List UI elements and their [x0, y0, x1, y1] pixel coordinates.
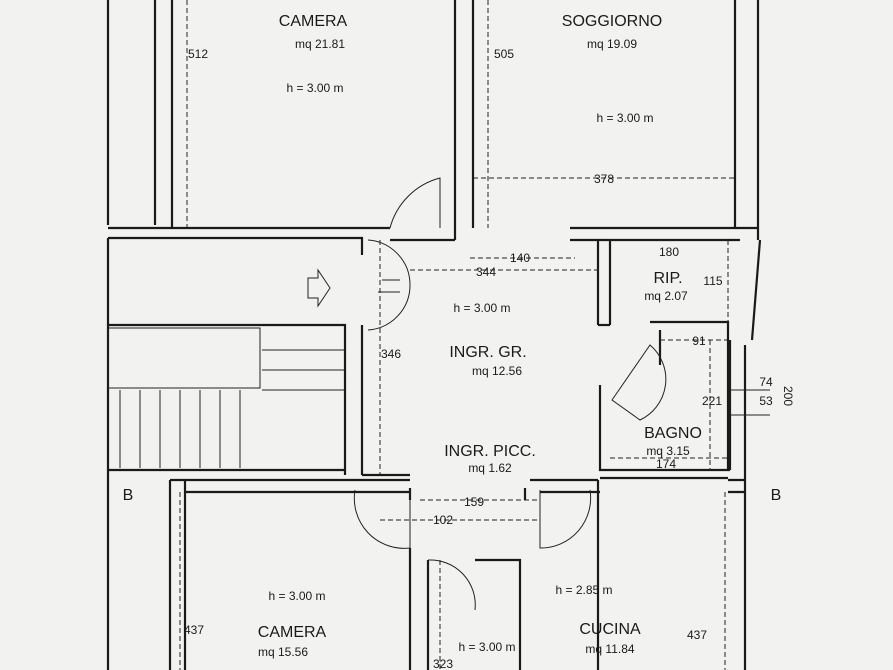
room-area: mq 11.84 — [585, 642, 634, 656]
room-area: mq 21.81 — [295, 37, 345, 51]
dim-437-left: 437 — [184, 623, 204, 637]
dim-505: 505 — [494, 47, 514, 61]
dim-323: 323 — [433, 657, 453, 670]
room-camera-bottom: h = 3.00 m CAMERA mq 15.56 — [258, 589, 327, 659]
dimension-labels: 512 505 378 140 344 180 115 91 346 74 53… — [184, 47, 795, 670]
entry-arrow-icon — [307, 268, 331, 308]
dim-344: 344 — [476, 265, 496, 279]
dim-159: 159 — [464, 495, 484, 509]
room-cucina: h = 2.85 m CUCINA mq 11.84 — [555, 583, 641, 656]
dim-437-right: 437 — [687, 628, 707, 642]
corridor-height: h = 3.00 m — [458, 640, 515, 654]
room-name: INGR. GR. — [449, 344, 526, 361]
room-ingresso-piccolo: INGR. PICC. mq 1.62 — [444, 443, 536, 475]
marker-b-left: B — [123, 487, 134, 504]
dim-102: 102 — [433, 513, 453, 527]
dim-115: 115 — [703, 274, 722, 288]
room-height: h = 3.00 m — [286, 81, 343, 95]
room-bagno: BAGNO mq 3.15 — [644, 425, 702, 458]
walls — [106, 0, 762, 670]
dim-174: 174 — [656, 457, 676, 471]
room-area: mq 15.56 — [258, 645, 308, 659]
room-area: mq 1.62 — [468, 461, 512, 475]
dim-91: 91 — [692, 334, 706, 348]
room-ingresso-grande: h = 3.00 m INGR. GR. mq 12.56 — [449, 301, 526, 378]
room-ripostiglio: RIP. mq 2.07 — [644, 270, 688, 303]
dim-346: 346 — [381, 347, 401, 361]
room-height: h = 3.00 m — [596, 111, 653, 125]
dim-221: 221 — [702, 394, 722, 408]
marker-b-right: B — [771, 487, 782, 504]
doors — [353, 177, 667, 611]
room-name: CUCINA — [579, 621, 641, 638]
room-name: INGR. PICC. — [444, 443, 536, 460]
room-area: mq 2.07 — [644, 289, 688, 303]
room-name: CAMERA — [258, 624, 327, 641]
dim-512: 512 — [188, 47, 208, 61]
room-soggiorno: SOGGIORNO mq 19.09 h = 3.00 m — [562, 13, 662, 125]
room-name: SOGGIORNO — [562, 13, 662, 30]
room-area: mq 12.56 — [472, 364, 522, 378]
room-height: h = 2.85 m — [555, 583, 612, 597]
room-height: h = 3.00 m — [268, 589, 325, 603]
room-name: BAGNO — [644, 425, 702, 442]
dim-180: 180 — [659, 245, 679, 259]
room-camera-top: CAMERA mq 21.81 h = 3.00 m — [279, 13, 348, 95]
dim-53: 53 — [759, 394, 773, 408]
dim-74: 74 — [759, 375, 773, 389]
dim-378: 378 — [594, 172, 614, 186]
dim-200: 200 — [781, 386, 795, 406]
room-area: mq 3.15 — [646, 444, 690, 458]
dimension-lines — [179, 0, 770, 670]
room-height: h = 3.00 m — [453, 301, 510, 315]
room-name: RIP. — [653, 270, 682, 287]
dim-140: 140 — [510, 251, 530, 265]
room-name: CAMERA — [279, 13, 348, 30]
room-area: mq 19.09 — [587, 37, 637, 51]
